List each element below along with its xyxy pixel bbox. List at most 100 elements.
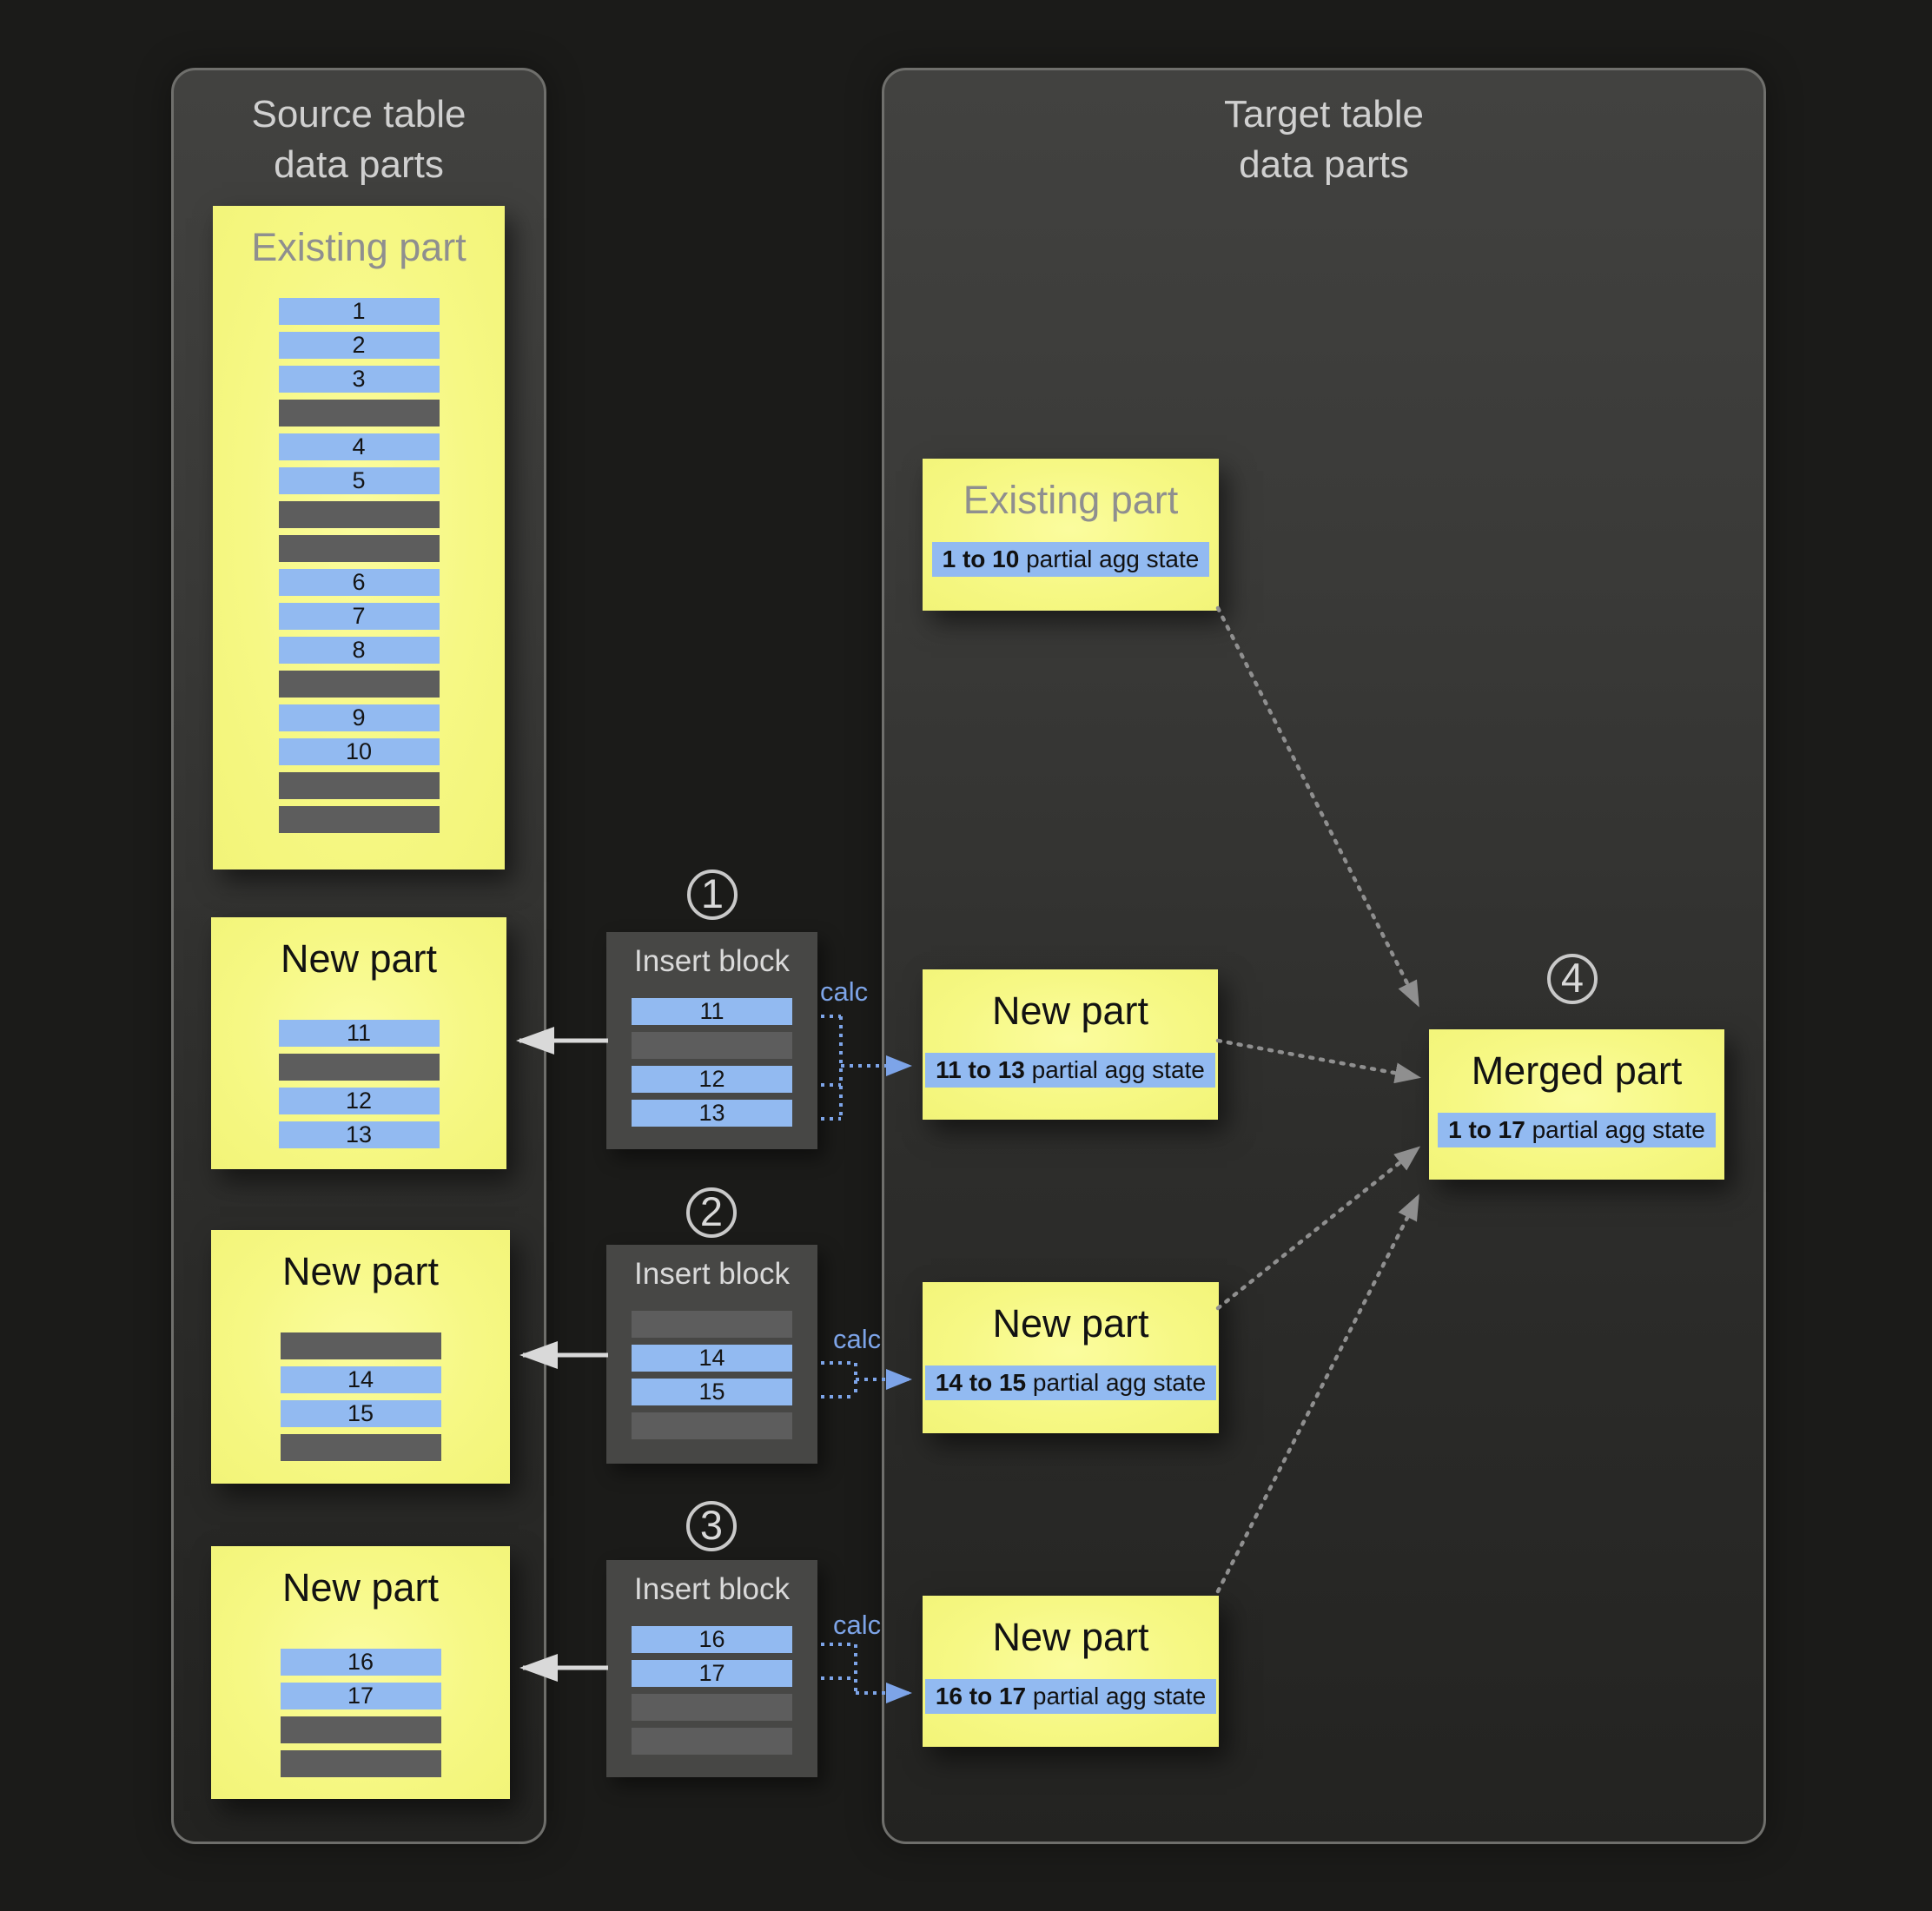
target-new-part-2-agg-state: 14 to 15 partial agg state bbox=[924, 1365, 1217, 1400]
data-row: 11 bbox=[278, 1020, 440, 1047]
data-row: 16 bbox=[280, 1649, 441, 1676]
empty-row bbox=[278, 400, 440, 427]
data-row: 15 bbox=[280, 1400, 441, 1427]
source-panel-title: Source table data parts bbox=[174, 89, 544, 190]
data-row: 17 bbox=[632, 1660, 792, 1687]
target-panel-title: Target table data parts bbox=[884, 89, 1763, 190]
empty-row bbox=[278, 535, 440, 562]
target-new-part-1-title: New part bbox=[991, 989, 1149, 1033]
data-row: 12 bbox=[632, 1066, 792, 1093]
data-row: 14 bbox=[632, 1345, 792, 1372]
step-1-badge: 1 bbox=[687, 870, 738, 920]
data-row: 17 bbox=[280, 1683, 441, 1709]
empty-row bbox=[278, 772, 440, 799]
target-new-part-2-chip-wrap: 14 to 15 partial agg state bbox=[923, 1365, 1219, 1400]
data-row: 4 bbox=[278, 433, 440, 460]
step-4-badge: 4 bbox=[1547, 954, 1598, 1004]
target-panel-title-line2: data parts bbox=[1239, 143, 1409, 186]
calc-label-3: calc bbox=[833, 1610, 882, 1640]
data-row: 3 bbox=[278, 366, 440, 393]
empty-row bbox=[280, 1716, 441, 1743]
target-existing-chip-wrap: 1 to 10 partial agg state bbox=[923, 542, 1219, 577]
empty-row bbox=[278, 501, 440, 528]
agg-range: 11 to 13 bbox=[936, 1056, 1025, 1083]
agg-suffix: partial agg state bbox=[1525, 1116, 1705, 1143]
target-new-part-3-chip-wrap: 16 to 17 partial agg state bbox=[923, 1679, 1219, 1714]
empty-row bbox=[632, 1412, 792, 1439]
target-new-part-3: New part 16 to 17 partial agg state bbox=[923, 1596, 1219, 1747]
empty-row bbox=[280, 1332, 441, 1359]
merged-part: Merged part 1 to 17 partial agg state bbox=[1429, 1029, 1724, 1180]
data-row: 6 bbox=[278, 569, 440, 596]
source-new-part-1-title: New part bbox=[280, 936, 438, 981]
target-new-part-1: New part 11 to 13 partial agg state bbox=[923, 969, 1218, 1120]
data-row: 15 bbox=[632, 1379, 792, 1405]
insert-block-3-title: Insert block bbox=[634, 1572, 790, 1606]
data-row: 9 bbox=[278, 704, 440, 731]
agg-suffix: partial agg state bbox=[1026, 1369, 1207, 1396]
calc-label-2: calc bbox=[833, 1324, 882, 1354]
data-row: 2 bbox=[278, 332, 440, 359]
agg-range: 1 to 17 bbox=[1448, 1116, 1525, 1143]
empty-row bbox=[278, 806, 440, 833]
target-panel-title-line1: Target table bbox=[1224, 93, 1424, 136]
target-existing-part: Existing part 1 to 10 partial agg state bbox=[923, 459, 1219, 611]
empty-row bbox=[278, 671, 440, 698]
calc-label-1: calc bbox=[820, 976, 869, 1007]
empty-row bbox=[632, 1694, 792, 1721]
data-row: 5 bbox=[278, 467, 440, 494]
target-new-part-3-agg-state: 16 to 17 partial agg state bbox=[924, 1679, 1217, 1714]
agg-range: 16 to 17 bbox=[935, 1683, 1027, 1709]
merged-part-agg-state: 1 to 17 partial agg state bbox=[1438, 1113, 1716, 1147]
source-new-part-2: New part 14 15 bbox=[211, 1230, 510, 1484]
agg-suffix: partial agg state bbox=[1024, 1056, 1205, 1083]
source-new-part-3-title: New part bbox=[281, 1565, 440, 1610]
target-new-part-3-title: New part bbox=[992, 1615, 1149, 1659]
target-table-panel: Target table data parts Existing part 1 … bbox=[882, 68, 1766, 1844]
data-row: 12 bbox=[278, 1088, 440, 1114]
target-new-part-1-chip-wrap: 11 to 13 partial agg state bbox=[923, 1053, 1218, 1088]
source-new-part-1: New part 11 12 13 bbox=[211, 917, 506, 1169]
empty-row bbox=[632, 1728, 792, 1755]
target-new-part-2-title: New part bbox=[992, 1301, 1149, 1346]
data-row: 10 bbox=[278, 738, 440, 765]
empty-row bbox=[280, 1750, 441, 1777]
source-existing-part-title: Existing part bbox=[251, 225, 466, 269]
source-existing-part-rows: 1 2 3 4 5 6 7 8 9 10 bbox=[213, 298, 505, 833]
insert-block-1-title: Insert block bbox=[634, 944, 790, 978]
target-existing-part-title: Existing part bbox=[963, 478, 1179, 522]
source-panel-title-line1: Source table bbox=[251, 93, 466, 136]
source-panel-title-line2: data parts bbox=[274, 143, 444, 186]
merged-part-title: Merged part bbox=[1471, 1048, 1683, 1093]
agg-range: 14 to 15 bbox=[935, 1369, 1027, 1396]
data-row: 14 bbox=[280, 1366, 441, 1393]
target-existing-agg-state: 1 to 10 partial agg state bbox=[931, 542, 1210, 577]
data-row: 16 bbox=[632, 1626, 792, 1653]
empty-row bbox=[632, 1311, 792, 1338]
data-row: 7 bbox=[278, 603, 440, 630]
empty-row bbox=[278, 1054, 440, 1081]
target-new-part-2: New part 14 to 15 partial agg state bbox=[923, 1282, 1219, 1433]
data-row: 13 bbox=[632, 1100, 792, 1127]
insert-block-1: Insert block 11 12 13 bbox=[606, 932, 817, 1149]
data-row: 11 bbox=[632, 998, 792, 1025]
agg-suffix: partial agg state bbox=[1019, 546, 1200, 572]
step-3-badge: 3 bbox=[686, 1501, 737, 1551]
step-2-badge: 2 bbox=[686, 1187, 737, 1238]
empty-row bbox=[280, 1434, 441, 1461]
data-row: 1 bbox=[278, 298, 440, 325]
data-row: 8 bbox=[278, 637, 440, 664]
agg-suffix: partial agg state bbox=[1026, 1683, 1207, 1709]
data-row: 13 bbox=[278, 1121, 440, 1148]
insert-block-1-rows: 11 12 13 bbox=[606, 998, 817, 1127]
target-new-part-1-agg-state: 11 to 13 partial agg state bbox=[925, 1053, 1215, 1088]
source-new-part-2-title: New part bbox=[281, 1249, 440, 1293]
source-existing-part: Existing part 1 2 3 4 5 6 7 8 9 10 bbox=[213, 206, 505, 870]
